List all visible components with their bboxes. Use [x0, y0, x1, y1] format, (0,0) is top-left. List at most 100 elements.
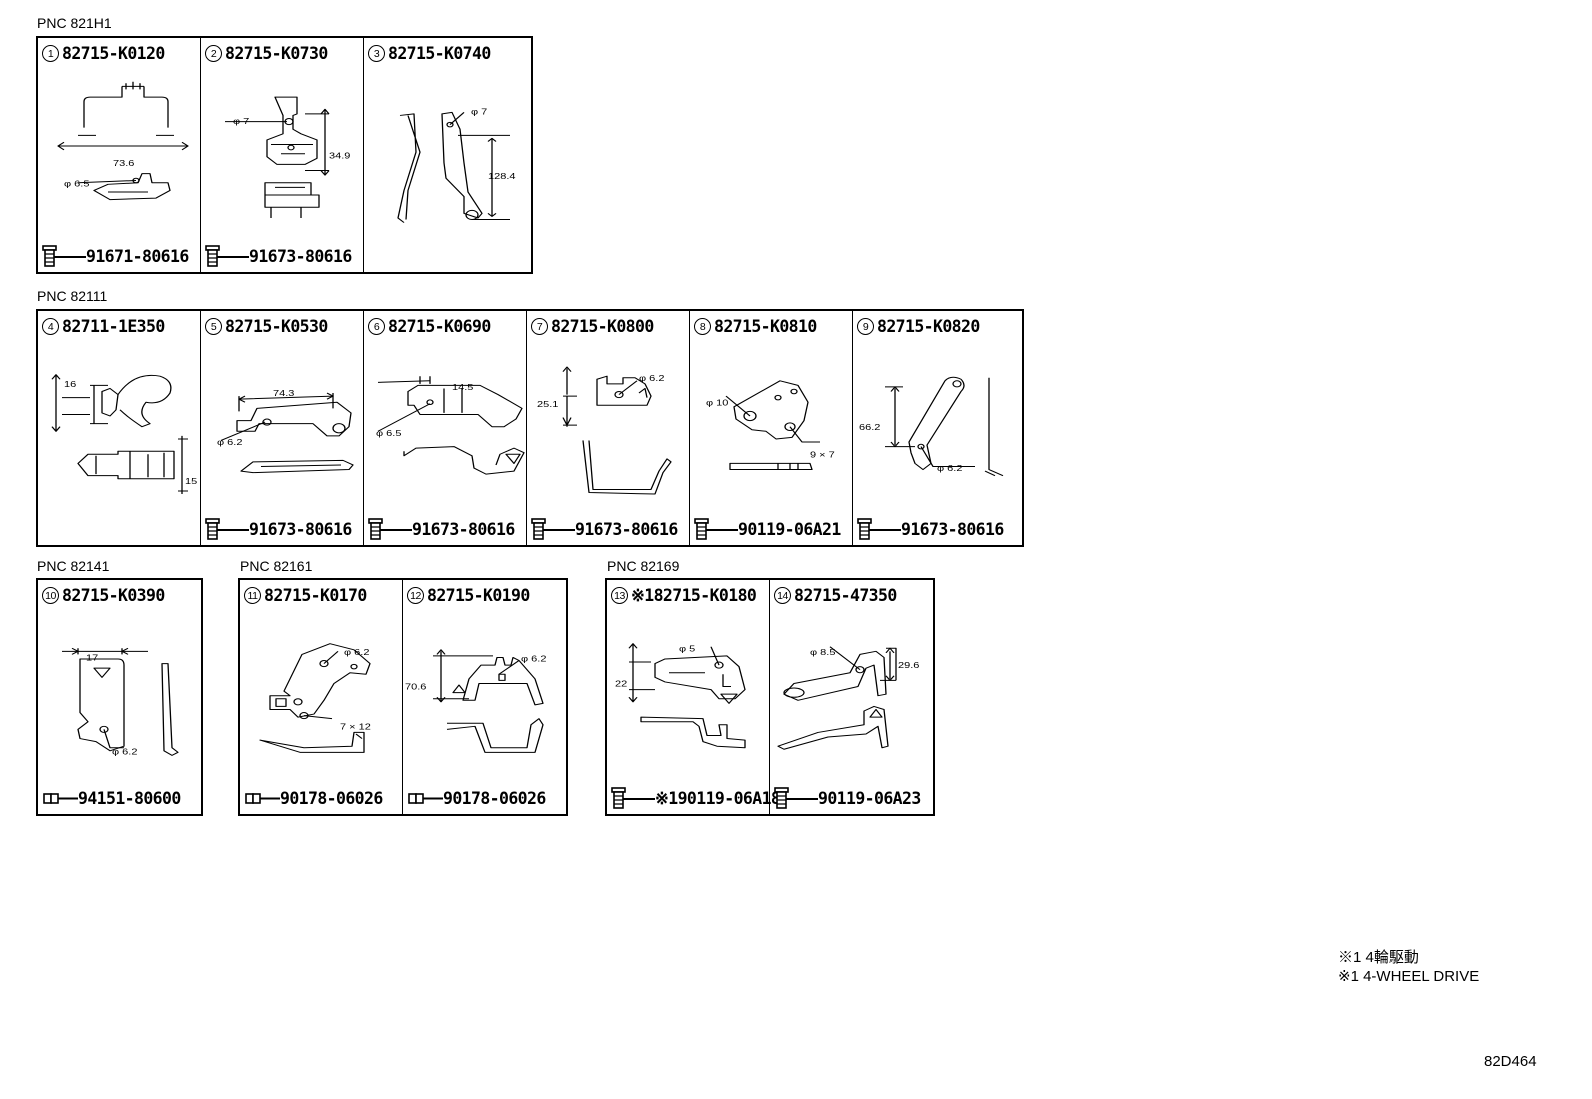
part-number[interactable]: 82715-K0190: [427, 586, 530, 605]
part-number[interactable]: 82715-47350: [794, 586, 897, 605]
fastener-part-number[interactable]: 90119-06A21: [738, 519, 841, 539]
bolt-icon: [857, 518, 901, 540]
bolt-icon: [774, 787, 818, 809]
dimension-label: 25.1: [537, 400, 558, 409]
pnc-label: PNC 82111: [37, 288, 108, 304]
callout-number: 8: [694, 318, 711, 335]
callout-number: 13: [611, 587, 628, 604]
dimension-label: 17: [86, 654, 98, 663]
part-number[interactable]: 82715-K0390: [62, 586, 165, 605]
callout-number: 2: [205, 45, 222, 62]
fastener-part-number[interactable]: 90119-06A23: [818, 788, 921, 808]
fastener-part-number[interactable]: 91673-80616: [249, 246, 352, 266]
fastener-part-number[interactable]: 90178-06026: [280, 788, 383, 808]
bolt-icon: [531, 518, 575, 540]
bolt-icon: [611, 787, 655, 809]
callout-number: 10: [42, 587, 59, 604]
footnote-line: ※1 4-WHEEL DRIVE: [1338, 968, 1480, 985]
part-sketch: φ 6.2 7 × 12: [259, 643, 371, 753]
nut-icon: [245, 793, 280, 804]
fastener-row: 91673-80616: [531, 517, 678, 541]
part-number[interactable]: 82711-1E350: [62, 317, 165, 336]
fastener-row: 90178-06026: [244, 786, 383, 810]
fastener-part-number[interactable]: 91673-80616: [575, 519, 678, 539]
dimension-label: φ 6.2: [937, 464, 962, 473]
dimension-label: 7 × 12: [340, 722, 371, 731]
callout-number: 14: [774, 587, 791, 604]
part-number[interactable]: 82715-K0530: [225, 317, 328, 336]
callout-number: 5: [205, 318, 222, 335]
dimension-label: φ 6.2: [639, 374, 664, 383]
nut-icon: [408, 793, 443, 804]
part-sketch: 74.3φ 6.2: [217, 389, 354, 474]
fastener-part-number[interactable]: 90178-06026: [443, 788, 546, 808]
pnc-label: PNC 821H1: [37, 15, 112, 31]
dimension-label: φ 7: [471, 108, 487, 117]
dimension-label: φ 6.2: [344, 648, 369, 657]
part-sketch: φ 522: [615, 643, 746, 749]
callout-number: 1: [42, 45, 59, 62]
part-number[interactable]: 82715-K0730: [225, 44, 328, 63]
callout-number: 12: [407, 587, 424, 604]
part-sketch: 66.2φ 6.2: [859, 376, 1004, 477]
fastener-row: 91671-80616: [42, 244, 189, 268]
bolt-icon: [694, 518, 738, 540]
fastener-part-number[interactable]: 91671-80616: [86, 246, 189, 266]
pnc-label: PNC 82169: [607, 558, 680, 574]
part-number[interactable]: 82715-K0740: [388, 44, 491, 63]
dimension-label: φ 6.5: [376, 429, 402, 438]
callout-number: 6: [368, 318, 385, 335]
part-number[interactable]: 82715-K0690: [388, 317, 491, 336]
part-sketch: φ 6.2 25.1: [537, 366, 672, 495]
bolt-icon: [205, 518, 249, 540]
footnote-line: ※1 4輪駆動: [1338, 949, 1419, 966]
dimension-label: 34.9: [329, 151, 350, 160]
dimension-label: φ 6.2: [521, 654, 546, 663]
part-sketch: 73.6φ 6.5: [57, 81, 189, 201]
part-number[interactable]: 82715-K0120: [62, 44, 165, 63]
fastener-part-number[interactable]: 91673-80616: [901, 519, 1004, 539]
fastener-row: 91673-80616: [205, 244, 352, 268]
dimension-label: φ 8.5: [810, 648, 836, 657]
dimension-label: 14.5: [452, 383, 474, 392]
part-number[interactable]: 82715-K0180: [653, 586, 757, 605]
fastener-row: 90178-06026: [407, 786, 546, 810]
fastener-part-number[interactable]: 91673-80616: [412, 519, 515, 539]
fastener-part-number[interactable]: 94151-80600: [78, 788, 181, 808]
fastener-part-number[interactable]: 91673-80616: [249, 519, 352, 539]
part-number[interactable]: 82715-K0810: [714, 317, 817, 336]
part-number[interactable]: 82715-K0170: [264, 586, 367, 605]
dimension-label: φ 7: [233, 117, 249, 126]
fastener-row: 94151-80600: [42, 786, 181, 810]
part-number[interactable]: 82715-K0800: [551, 317, 654, 336]
fastener-part-number[interactable]: 90119-06A18: [677, 788, 781, 808]
part-number[interactable]: 82715-K0820: [877, 317, 980, 336]
part-sketch: φ 7 34.9: [225, 96, 350, 218]
bolt-icon: [368, 518, 412, 540]
